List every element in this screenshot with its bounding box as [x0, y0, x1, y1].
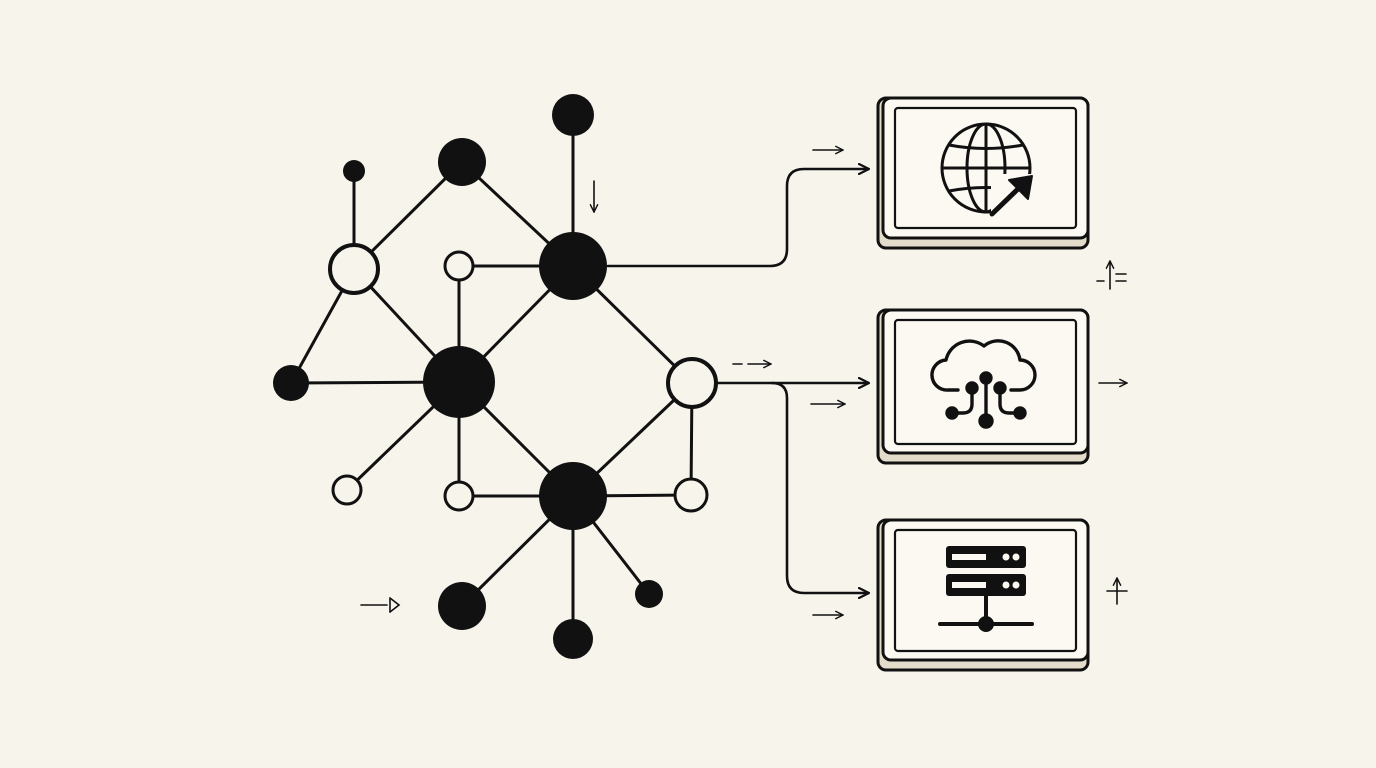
network-node-hollow — [443, 480, 475, 512]
network-node-filled — [539, 232, 607, 300]
globe-cursor-icon — [940, 122, 1037, 217]
network-node-hollow — [443, 250, 475, 282]
network-nodes — [273, 94, 718, 659]
network-node-hollow — [666, 357, 718, 409]
connector-to-servers — [770, 381, 868, 593]
network-node-filled — [553, 619, 593, 659]
network-node-filled — [273, 365, 309, 401]
server-stack-icon — [938, 546, 1034, 632]
connector-to-web — [606, 169, 868, 268]
output-connectors — [606, 169, 868, 593]
output-card-web — [876, 96, 1090, 250]
network-node-hollow — [331, 474, 363, 506]
network-node-filled — [438, 138, 486, 186]
network-node-filled — [423, 346, 495, 418]
network-node-filled — [552, 94, 594, 136]
network-node-filled — [539, 462, 607, 530]
output-card-cloud — [876, 308, 1090, 465]
network-node-hollow — [328, 243, 380, 295]
annotation-arrows — [360, 145, 1128, 620]
annotation-arrow — [360, 597, 401, 613]
network-node-filled — [343, 160, 365, 182]
annotation-arrow — [1096, 260, 1127, 290]
network-node-filled — [635, 580, 663, 608]
network-node-hollow — [673, 477, 709, 513]
cloud-network-icon — [930, 339, 1037, 429]
network-node-filled — [438, 582, 486, 630]
annotation-arrow — [1106, 577, 1128, 605]
output-card-servers — [876, 518, 1090, 672]
